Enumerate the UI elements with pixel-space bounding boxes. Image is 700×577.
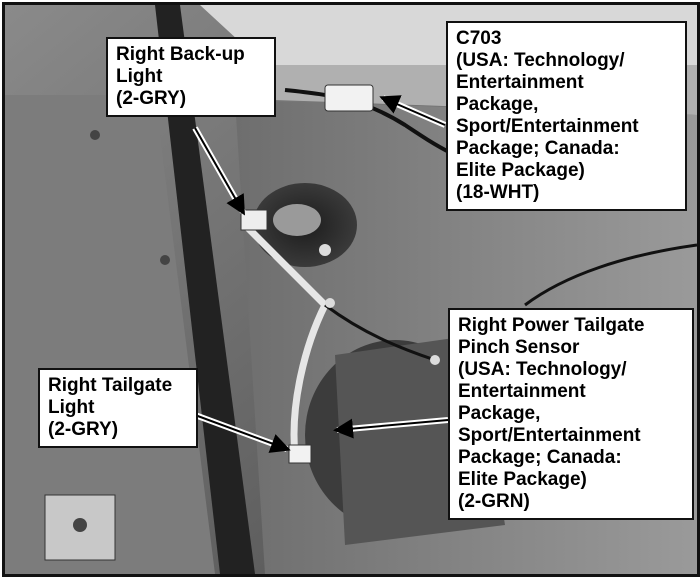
callout-line: Right Tailgate [48, 375, 173, 396]
callout-line: (18-WHT) [456, 182, 540, 203]
callout-right-tailgate-light: Right Tailgate Light (2-GRY) [38, 368, 198, 448]
callout-right-backup-light: Right Back-up Light (2-GRY) [106, 37, 276, 117]
callout-line: (USA: Technology/ [458, 359, 627, 380]
callout-line: Package, [458, 403, 541, 424]
callout-line: C703 [456, 28, 502, 49]
callout-line: Elite Package) [458, 469, 587, 490]
callout-line: Sport/Entertainment [458, 425, 641, 446]
callout-line: Pinch Sensor [458, 337, 580, 358]
callout-line: (USA: Technology/ [456, 50, 625, 71]
callout-line: Package, [456, 94, 539, 115]
callout-line: (2-GRN) [458, 491, 530, 512]
callout-line: Sport/Entertainment [456, 116, 639, 137]
callout-c703: C703 (USA: Technology/ Entertainment Pac… [446, 21, 687, 211]
callout-line: Package; Canada: [456, 138, 620, 159]
callout-line: Package; Canada: [458, 447, 622, 468]
callout-line: Right Power Tailgate [458, 315, 645, 336]
callout-right-power-tailgate-pinch-sensor: Right Power Tailgate Pinch Sensor (USA: … [448, 308, 694, 520]
callout-line: (2-GRY) [116, 88, 187, 109]
callout-line: (2-GRY) [48, 419, 119, 440]
callout-line: Right Back-up [116, 44, 245, 65]
callout-line: Elite Package) [456, 160, 585, 181]
callout-line: Light [48, 397, 95, 418]
callout-line: Entertainment [458, 381, 586, 402]
callout-line: Light [116, 66, 163, 87]
callout-line: Entertainment [456, 72, 584, 93]
